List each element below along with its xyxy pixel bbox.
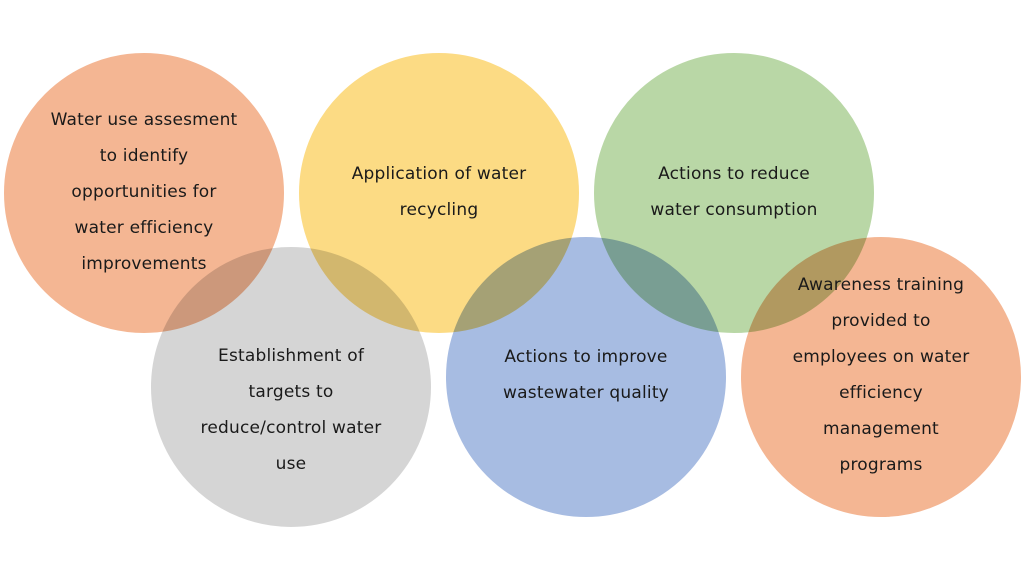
label-line: Actions to improve [504,347,668,367]
label-reduce-consumption: Actions to reduce water consumption [612,156,856,228]
label-line: to identify [99,146,189,166]
label-line: targets to [248,382,334,402]
label-line: management [823,419,939,439]
label-line: Awareness training [797,275,965,295]
label-line: wastewater quality [503,383,669,403]
label-line: provided to [831,311,931,331]
label-line: water efficiency [74,218,214,238]
label-line: reduce/control water [200,418,382,438]
circle-wastewater [444,235,728,519]
label-line: use [275,454,307,474]
label-line: water consumption [650,200,818,220]
circle-training [739,235,1023,519]
label-assessment: Water use assesment to identify opportun… [22,102,266,282]
label-training: Awareness training provided to employees… [759,267,1003,483]
label-recycling: Application of water recycling [317,156,561,228]
label-line: improvements [81,254,207,274]
circle-targets [149,245,433,529]
label-line: programs [839,455,923,475]
label-line: recycling [399,200,479,220]
label-line: Establishment of [218,346,364,366]
label-wastewater: Actions to improve wastewater quality [464,339,708,411]
label-line: Actions to reduce [658,164,810,184]
label-line: Application of water [351,164,527,184]
label-line: efficiency [839,383,923,403]
label-line: Water use assesment [50,110,238,130]
label-targets: Establishment of targets to reduce/contr… [169,338,413,482]
label-line: employees on water [792,347,970,367]
label-line: opportunities for [71,182,217,202]
